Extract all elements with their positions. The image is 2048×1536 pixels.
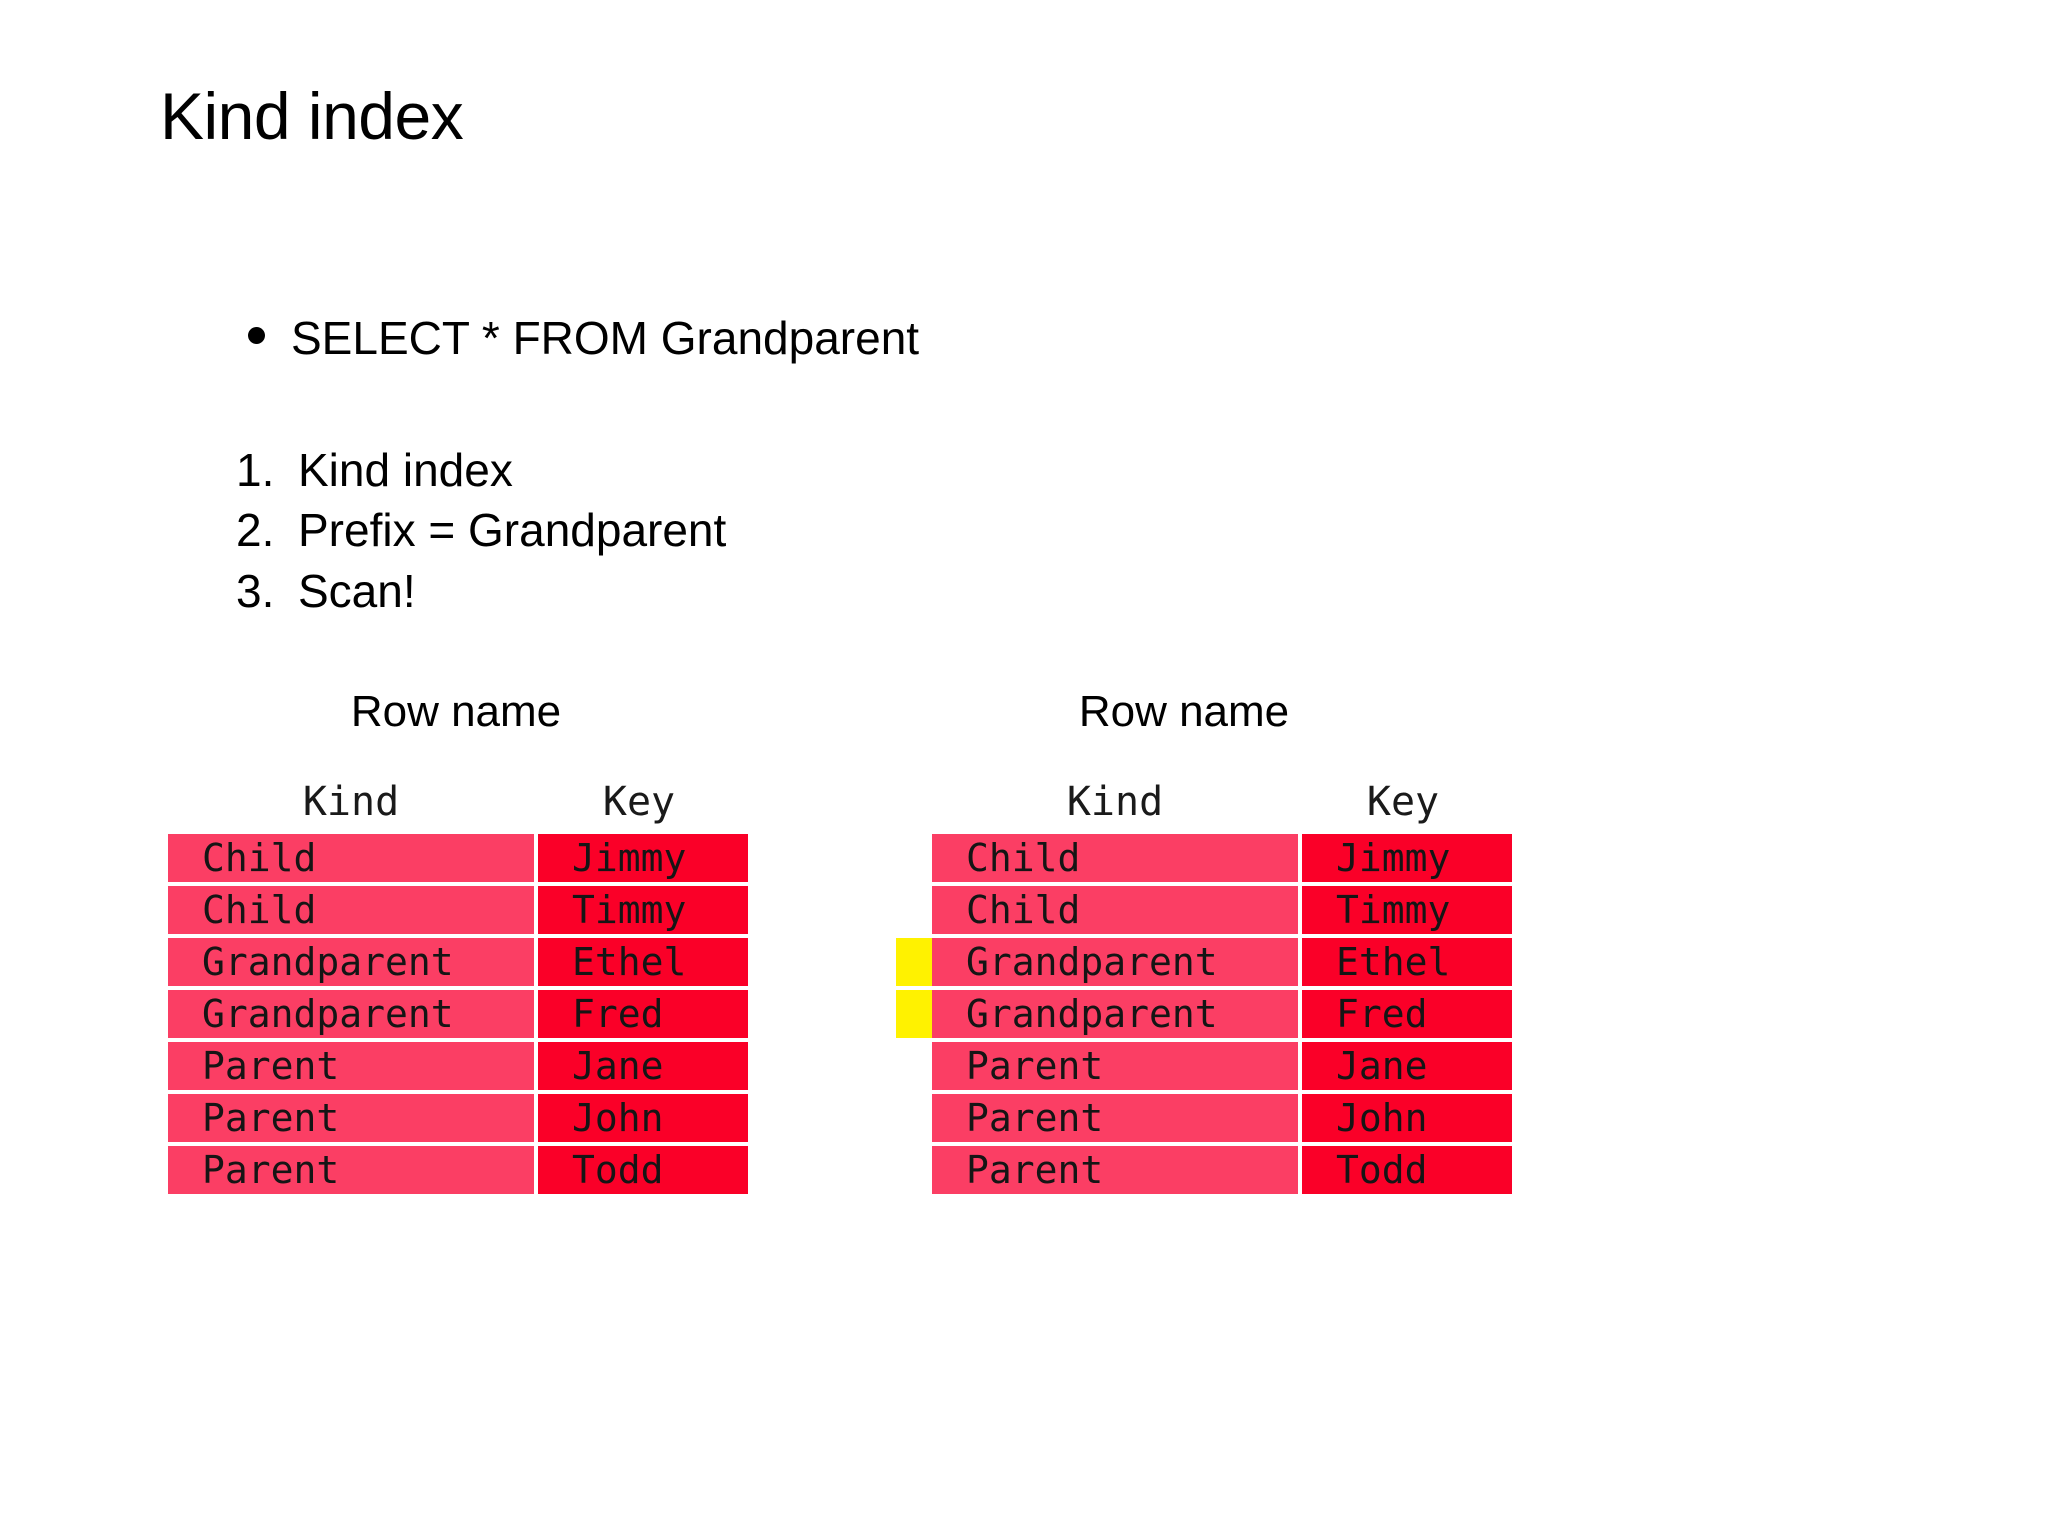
cell-kind: Parent xyxy=(168,1094,534,1142)
table-row: Grandparent Fred xyxy=(896,990,1512,1038)
cell-kind: Parent xyxy=(932,1094,1298,1142)
cell-kind: Grandparent xyxy=(168,990,534,1038)
table-row: Parent Jane xyxy=(168,1042,748,1090)
column-header-row: Kind Key xyxy=(896,782,1512,822)
step-number: 1. xyxy=(236,444,275,496)
cell-kind: Parent xyxy=(932,1042,1298,1090)
cell-kind: Child xyxy=(932,886,1298,934)
scan-highlight-marker xyxy=(896,886,932,934)
list-item: SELECT * FROM Grandparent xyxy=(248,312,919,365)
table-row: Child Jimmy xyxy=(896,834,1512,882)
column-header-row: Kind Key xyxy=(168,782,748,822)
list-item: 2. Prefix = Grandparent xyxy=(236,500,726,560)
table-row: Parent John xyxy=(896,1094,1512,1142)
scan-highlight-marker xyxy=(896,1042,932,1090)
cell-kind: Parent xyxy=(168,1146,534,1194)
kind-index-table-before: Row name Kind Key Child Jimmy Child Timm… xyxy=(168,690,748,1198)
cell-kind: Parent xyxy=(932,1146,1298,1194)
cell-kind: Child xyxy=(932,834,1298,882)
cell-key: Ethel xyxy=(538,938,748,986)
cell-kind: Parent xyxy=(168,1042,534,1090)
step-number: 3. xyxy=(236,564,275,617)
cell-kind: Grandparent xyxy=(932,938,1298,986)
cell-key: Fred xyxy=(538,990,748,1038)
list-item: 3. Scan! xyxy=(236,561,726,621)
table-row: Grandparent Fred xyxy=(168,990,748,1038)
marker-gutter-spacer xyxy=(896,782,932,822)
cell-key: Jimmy xyxy=(1302,834,1512,882)
table-body: Child Jimmy Child Timmy Grandparent Ethe… xyxy=(168,834,748,1198)
bullet-list: SELECT * FROM Grandparent xyxy=(248,312,919,365)
cell-key: Timmy xyxy=(1302,886,1512,934)
step-text: Kind index xyxy=(298,444,513,496)
cell-key: Jane xyxy=(538,1042,748,1090)
cell-key: Todd xyxy=(538,1146,748,1194)
step-text: Scan! xyxy=(298,564,416,617)
table-row: Grandparent Ethel xyxy=(168,938,748,986)
scan-highlight-marker xyxy=(896,1094,932,1142)
bullet-dot-icon xyxy=(248,327,265,344)
numbered-step-list: 1. Kind index 2. Prefix = Grandparent 3.… xyxy=(236,440,726,621)
kind-index-table-after: Row name Kind Key Child Jimmy Child Timm… xyxy=(896,690,1512,1198)
cell-kind: Child xyxy=(168,834,534,882)
column-header-kind: Kind xyxy=(1066,779,1164,825)
table-row: Parent Todd xyxy=(896,1146,1512,1194)
table-row: Child Timmy xyxy=(896,886,1512,934)
table-row: Grandparent Ethel xyxy=(896,938,1512,986)
table-body: Child Jimmy Child Timmy Grandparent Ethe… xyxy=(896,834,1512,1198)
cell-key: John xyxy=(1302,1094,1512,1142)
cell-key: Fred xyxy=(1302,990,1512,1038)
table-row: Parent John xyxy=(168,1094,748,1142)
scan-highlight-marker xyxy=(896,990,932,1038)
cell-key: Timmy xyxy=(538,886,748,934)
row-name-caption: Row name xyxy=(350,687,562,736)
cell-key: Jane xyxy=(1302,1042,1512,1090)
table-row: Parent Jane xyxy=(896,1042,1512,1090)
scan-highlight-marker xyxy=(896,834,932,882)
cell-key: Ethel xyxy=(1302,938,1512,986)
step-number: 2. xyxy=(236,504,275,557)
cell-key: Todd xyxy=(1302,1146,1512,1194)
table-row: Parent Todd xyxy=(168,1146,748,1194)
column-header-key: Key xyxy=(602,779,676,825)
table-row: Child Jimmy xyxy=(168,834,748,882)
page-title: Kind index xyxy=(160,79,464,153)
cell-key: Jimmy xyxy=(538,834,748,882)
scan-highlight-marker xyxy=(896,1146,932,1194)
bullet-text: SELECT * FROM Grandparent xyxy=(291,312,920,364)
cell-kind: Grandparent xyxy=(932,990,1298,1038)
row-name-caption: Row name xyxy=(1078,687,1290,736)
cell-kind: Child xyxy=(168,886,534,934)
cell-kind: Grandparent xyxy=(168,938,534,986)
list-item: 1. Kind index xyxy=(236,440,726,500)
column-header-kind: Kind xyxy=(302,779,400,825)
step-text: Prefix = Grandparent xyxy=(298,504,727,557)
scan-highlight-marker xyxy=(896,938,932,986)
cell-key: John xyxy=(538,1094,748,1142)
column-header-key: Key xyxy=(1366,779,1440,825)
table-row: Child Timmy xyxy=(168,886,748,934)
